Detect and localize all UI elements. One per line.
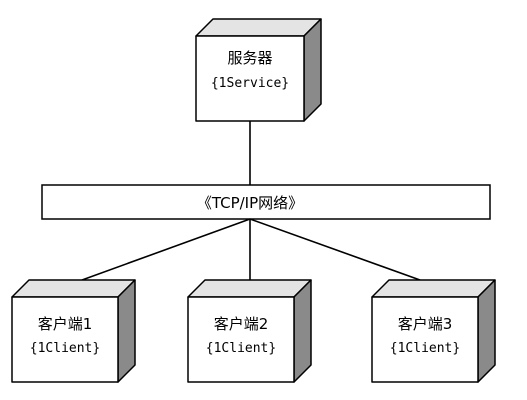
client-node-3-front-face [371, 296, 479, 383]
client-3-name: 客户端3 [398, 315, 453, 333]
client-node-3-side-face [477, 279, 496, 383]
server-name: 服务器 [227, 49, 272, 67]
client-node-1-front-face [11, 296, 119, 383]
server-node-front-face [195, 35, 305, 122]
network-bar-box [41, 184, 491, 220]
network-label: 《TCP/IP网络》 [197, 194, 303, 212]
client-node-1: 客户端1 {1Client} [11, 279, 136, 383]
client-node-1-top-face [11, 279, 136, 298]
client-node-2: 客户端2 {1Client} [187, 279, 312, 383]
client-1-name: 客户端1 [38, 315, 93, 333]
server-stereotype: {1Service} [211, 76, 289, 91]
client-3-stereotype: {1Client} [390, 341, 460, 356]
client-node-2-top-face [187, 279, 312, 298]
client-2-name: 客户端2 [214, 315, 269, 333]
client-node-2-front-face [187, 296, 295, 383]
network-link-client-1 [81, 218, 251, 281]
network-link-client-3 [249, 218, 421, 281]
client-node-1-side-face [117, 279, 136, 383]
client-node-2-side-face [293, 279, 312, 383]
client-2-stereotype: {1Client} [206, 341, 276, 356]
client-node-3: 客户端3 {1Client} [371, 279, 496, 383]
network-bar: 《TCP/IP网络》 [41, 184, 491, 220]
server-node-side-face [303, 18, 322, 122]
server-node-top-face [195, 18, 322, 37]
server-node: 服务器 {1Service} [195, 18, 322, 122]
client-1-stereotype: {1Client} [30, 341, 100, 356]
client-node-3-top-face [371, 279, 496, 298]
